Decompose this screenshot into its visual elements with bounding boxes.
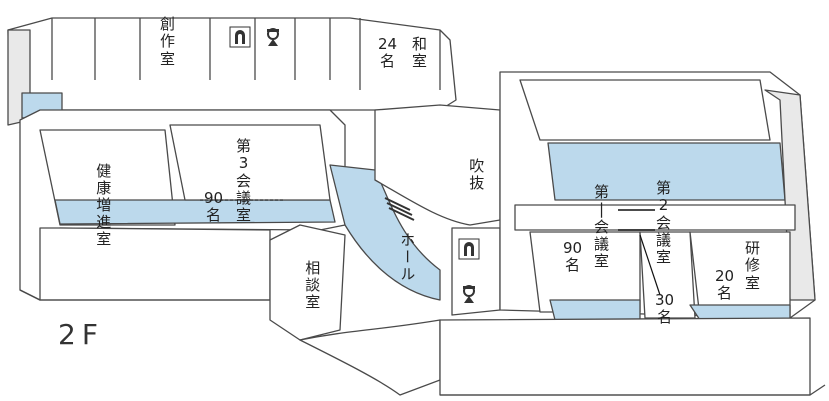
womens-restroom-icon (458, 283, 480, 305)
hall-floor (329, 164, 441, 301)
dai1-dai2-connector (618, 209, 655, 231)
dai2-cap-connector (639, 234, 661, 296)
room-capacity-washitsu: 24 名 (378, 35, 398, 71)
room-label-dai3: 第 3 会 議 室 (236, 137, 252, 224)
room-label-dai2: 第 2 会 議 室 (656, 179, 672, 266)
room-label-washitsu: 和 室 (412, 35, 428, 71)
right-wing-back-rooms (519, 79, 771, 141)
room-label-kenshu: 研 修 室 (745, 239, 761, 292)
room-capacity-dai3: 90 名 (204, 189, 224, 225)
room-label-dai1: 第 | 会 議 室 (594, 183, 610, 270)
room-label-kenko: 健康増進室 (94, 162, 113, 248)
hall-walls (269, 224, 346, 341)
right-inner-divider (514, 204, 796, 231)
room-label-sousaku: 創 作 室 (160, 15, 176, 68)
dai3-room (169, 124, 331, 201)
right-wing-front-edge (440, 384, 826, 396)
right-wing-front (439, 317, 811, 396)
right-stub (764, 89, 816, 301)
room-label-hall: ホール (398, 231, 417, 283)
mens-restroom-icon (458, 238, 480, 260)
room-capacity-dai1: 90 名 (563, 239, 583, 275)
room-label-soudan: 相談室 (303, 260, 322, 311)
upper-block-inner-lines (51, 18, 441, 90)
left-wing-front (39, 227, 271, 301)
room-capacity-kenshu: 20 名 (715, 267, 735, 303)
room-capacity-dai2: 30 名 (655, 291, 675, 327)
stair-hatch (384, 197, 415, 221)
mens-restroom-icon (229, 26, 251, 48)
corridor-right-bottom-blue (549, 299, 641, 321)
floor-label: 2F (58, 318, 104, 351)
womens-restroom-icon (262, 26, 284, 48)
room-label-fukinuke: 吹抜 (467, 158, 486, 192)
